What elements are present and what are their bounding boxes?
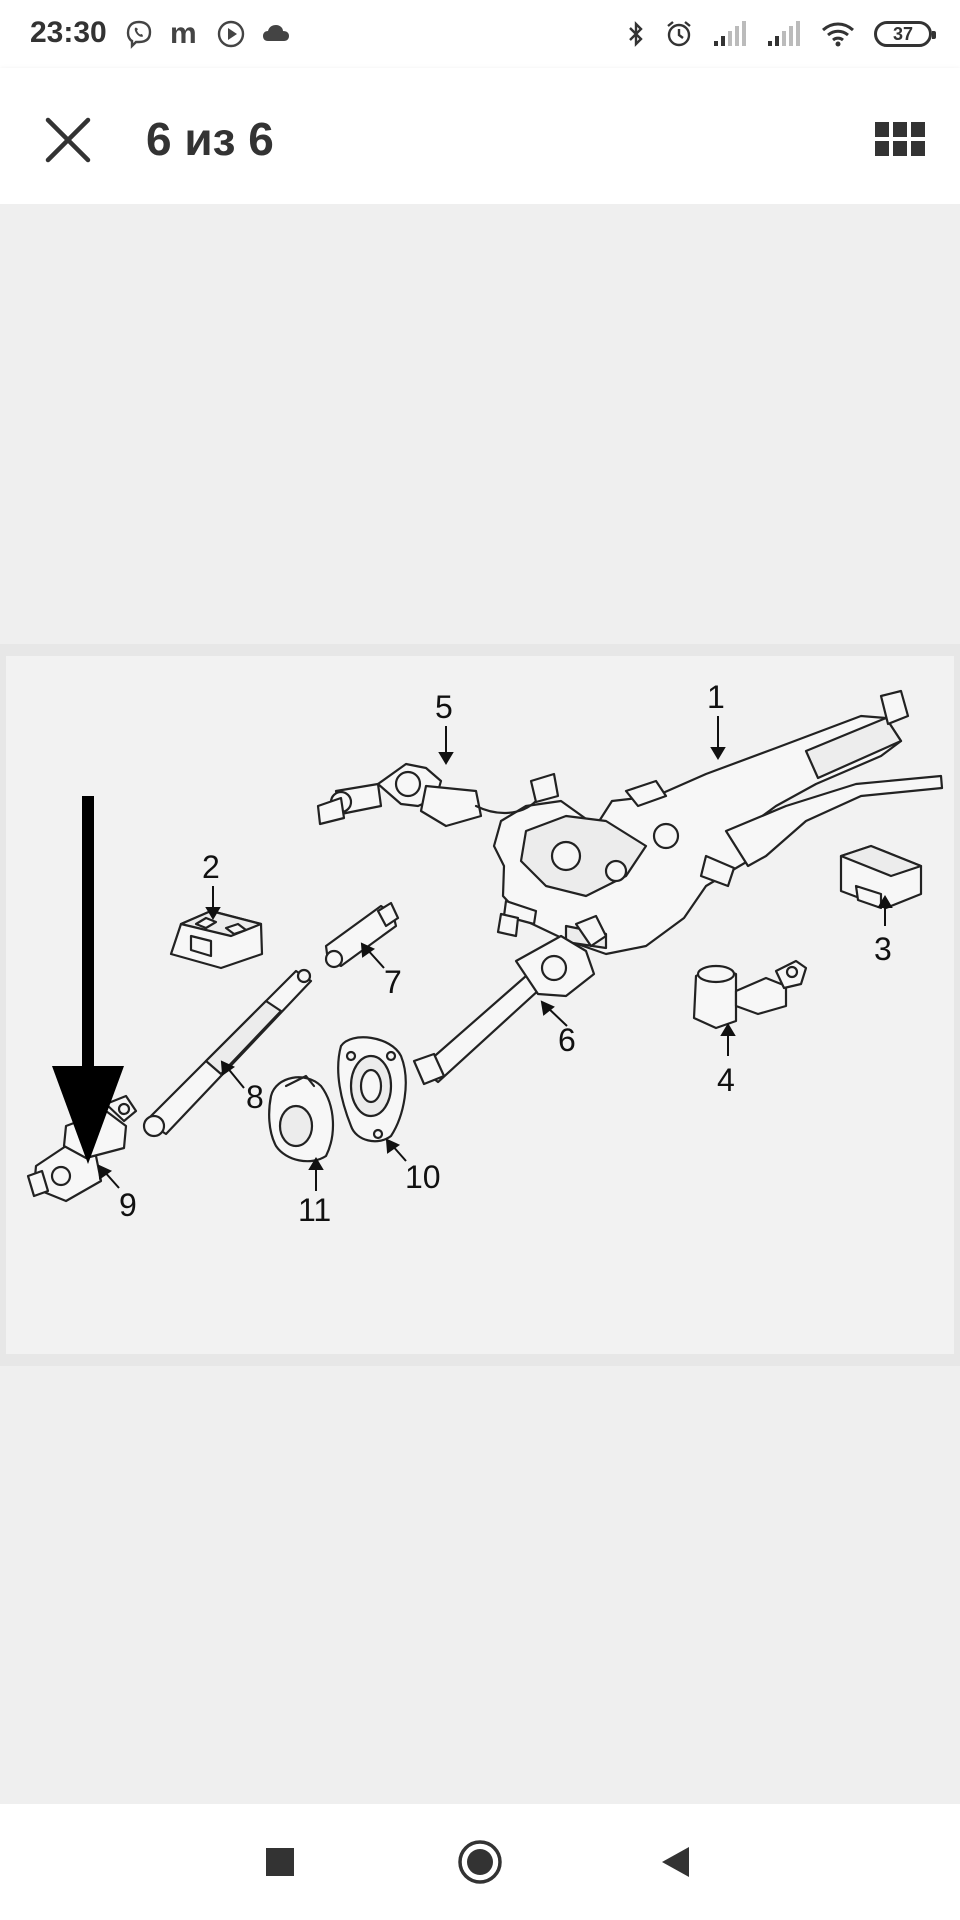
callout-6: 6 — [558, 1022, 576, 1058]
part-3-connector — [839, 844, 923, 910]
page-title: 6 из 6 — [146, 113, 274, 165]
back-triangle-icon — [662, 1847, 689, 1877]
svg-text:m: m — [170, 19, 197, 49]
close-button[interactable] — [36, 108, 100, 172]
callout-8: 8 — [246, 1079, 264, 1115]
play-icon — [217, 20, 245, 48]
leader-arrows — [97, 716, 893, 1191]
callout-1: 1 — [707, 679, 725, 715]
image-viewer[interactable]: 1 2 3 4 5 6 7 8 9 10 11 — [0, 204, 960, 1804]
viber-icon — [126, 20, 152, 49]
callout-7: 7 — [384, 964, 402, 1000]
signal-icon — [768, 21, 800, 46]
home-button[interactable] — [448, 1830, 512, 1894]
part-2-connector-block — [169, 909, 264, 970]
battery-level: 37 — [892, 23, 914, 44]
part-4-actuator — [692, 959, 808, 1030]
status-bar: 23:30 m — [0, 0, 960, 68]
callout-2: 2 — [202, 849, 220, 885]
part-10-seal-plate — [337, 1036, 407, 1143]
status-icons-left: m — [124, 14, 292, 54]
recents-square-icon — [266, 1848, 294, 1876]
part-1-steering-column — [492, 689, 944, 956]
m-app-icon: m — [170, 19, 197, 49]
grid-view-icon — [875, 122, 925, 156]
diagram-image[interactable]: 1 2 3 4 5 6 7 8 9 10 11 — [0, 644, 960, 1366]
bluetooth-icon — [629, 21, 643, 47]
part-5-switch — [316, 762, 560, 828]
status-time: 23:30 — [30, 16, 107, 49]
callout-3: 3 — [874, 931, 892, 967]
recents-button[interactable] — [248, 1830, 312, 1894]
back-button[interactable] — [643, 1830, 707, 1894]
navigation-bar — [0, 1804, 960, 1920]
part-8-intermediate-shaft — [142, 968, 313, 1138]
callout-4: 4 — [717, 1062, 735, 1098]
part-7-shaft-piece — [324, 901, 400, 969]
part-11-bushing — [268, 1074, 335, 1163]
part-6-upper-shaft — [412, 914, 608, 1086]
battery-icon: 37 — [874, 21, 936, 47]
callout-5: 5 — [435, 689, 453, 725]
big-down-arrow — [52, 796, 124, 1164]
cloud-icon — [263, 25, 289, 41]
signal-icon — [714, 21, 746, 46]
wifi-icon — [822, 22, 854, 47]
callout-10: 10 — [405, 1159, 441, 1195]
diagram-canvas: 1 2 3 4 5 6 7 8 9 10 11 — [6, 656, 954, 1354]
close-icon — [45, 117, 91, 163]
app-bar: 6 из 6 — [0, 68, 960, 204]
callout-11: 11 — [298, 1192, 331, 1228]
alarm-icon — [667, 21, 691, 47]
grid-view-button[interactable] — [870, 112, 930, 168]
callout-9: 9 — [119, 1187, 137, 1223]
home-circle-icon — [458, 1840, 502, 1884]
steering-column-diagram: 1 2 3 4 5 6 7 8 9 10 11 — [26, 679, 944, 1228]
status-icons-right: 37 — [626, 14, 936, 54]
